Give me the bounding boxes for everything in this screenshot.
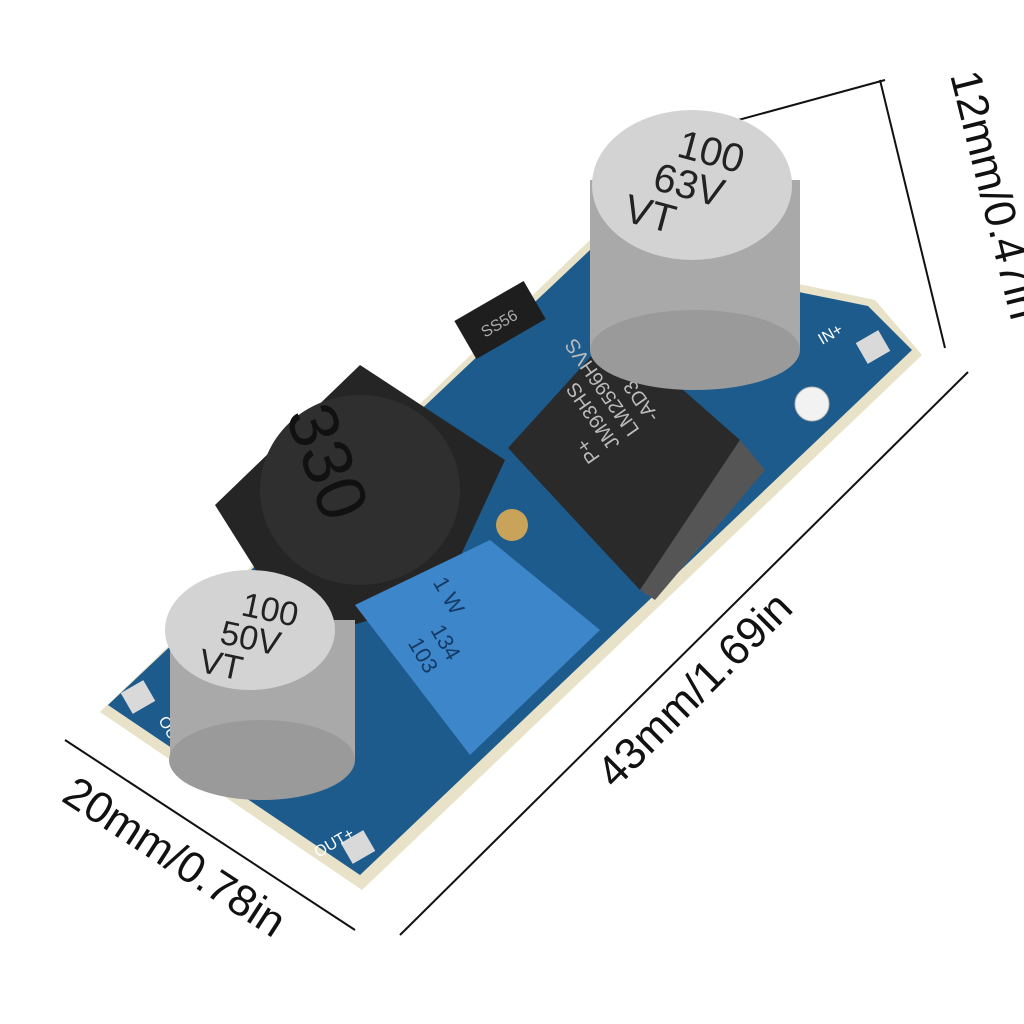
pot-adjust-screw[interactable] (496, 509, 528, 541)
pad-out-minus (120, 680, 156, 714)
diode-ss56: SS56 (454, 280, 546, 360)
width-dimension-line (64, 739, 356, 931)
length-dimension-line (399, 371, 969, 936)
potentiometer: 134 103 1 W (355, 509, 600, 755)
mounting-hole (794, 386, 830, 422)
output-capacitor: 100 50V VT (165, 570, 355, 800)
dimension-lines (64, 79, 969, 936)
height-label: 12mm/0.47in (940, 66, 1024, 325)
height-dimension-line (879, 79, 946, 349)
pad-in-plus (855, 330, 891, 364)
height-extension-line (719, 79, 886, 126)
input-capacitor: 100 63V VT (590, 110, 800, 390)
pad-out-plus (340, 830, 376, 864)
output-cap-line3: VT (196, 642, 246, 688)
